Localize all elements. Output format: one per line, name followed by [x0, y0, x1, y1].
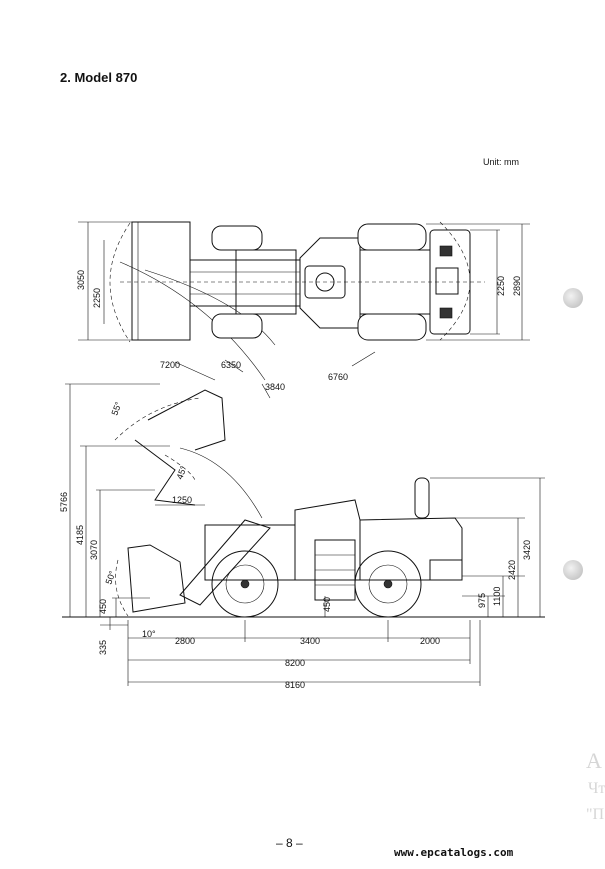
unit-label: Unit: mm: [483, 157, 519, 167]
rear-wheel-right: [357, 313, 427, 341]
dim-4185: 4185: [75, 525, 85, 545]
dim-2890: 2890: [512, 276, 522, 296]
dim-335: 335: [98, 640, 108, 655]
dim-3070: 3070: [89, 540, 99, 560]
ghost-text-3: "П: [586, 806, 605, 823]
binder-hole-top: [563, 288, 583, 308]
section-heading: 2. Model 870: [60, 70, 138, 85]
front-frame: [204, 524, 296, 581]
dim-450-left: 450: [98, 599, 108, 614]
dim-7200: 7200: [160, 360, 180, 370]
page-number: – 8 –: [276, 836, 303, 850]
dim-8200: 8200: [285, 658, 305, 668]
dim-3840: 3840: [265, 382, 285, 392]
rear-wheel: [354, 550, 422, 618]
dim-6760: 6760: [328, 372, 348, 382]
front-wheel: [211, 550, 279, 618]
dim-5766: 5766: [59, 492, 69, 512]
dim-2420: 2420: [507, 560, 517, 580]
raised-bucket: [147, 389, 226, 451]
dim-6350: 6350: [221, 360, 241, 370]
dim-2250-left: 2250: [92, 288, 102, 308]
swing-arc-outer: [109, 222, 131, 343]
angle-45: 45°: [174, 464, 188, 481]
lowered-bucket: [127, 544, 186, 613]
dim-450-step: 450: [322, 597, 332, 612]
dim-1100: 1100: [492, 587, 502, 606]
dim-3420: 3420: [522, 540, 532, 560]
dim-3050: 3050: [76, 270, 86, 290]
angle-55: 55°: [109, 400, 123, 417]
dim-1250: 1250: [172, 495, 192, 505]
lift-arm: [179, 519, 271, 606]
dim-8160: 8160: [285, 680, 305, 690]
front-wheel-right: [211, 313, 263, 339]
dim-2000: 2000: [420, 636, 440, 646]
rear-wheel-left: [357, 223, 427, 251]
dim-3400: 3400: [300, 636, 320, 646]
exhaust-stack: [414, 477, 430, 519]
cab-side: [294, 499, 361, 581]
rear-body: [359, 517, 463, 581]
footer-link[interactable]: www.epcatalogs.com: [394, 846, 514, 859]
mid-bucket: [134, 439, 196, 506]
dim-975: 975: [477, 593, 487, 608]
angle-50: 50°: [103, 569, 117, 586]
dim-2800: 2800: [175, 636, 195, 646]
binder-hole-bottom: [563, 560, 583, 580]
ghost-text-2: Чт: [588, 780, 605, 797]
dim-2250-right: 2250: [496, 276, 506, 296]
bucket-top: [131, 221, 191, 341]
front-wheel-left: [211, 225, 263, 251]
top-view: 3050 2250 2250 2890 7200 6350 3840 6760: [76, 221, 530, 399]
side-view: 5766 4185 3070 450 335 1250 55° 45° 50° …: [59, 383, 545, 690]
angle-10: 10°: [142, 629, 156, 639]
ghost-text-1: А: [586, 748, 602, 773]
